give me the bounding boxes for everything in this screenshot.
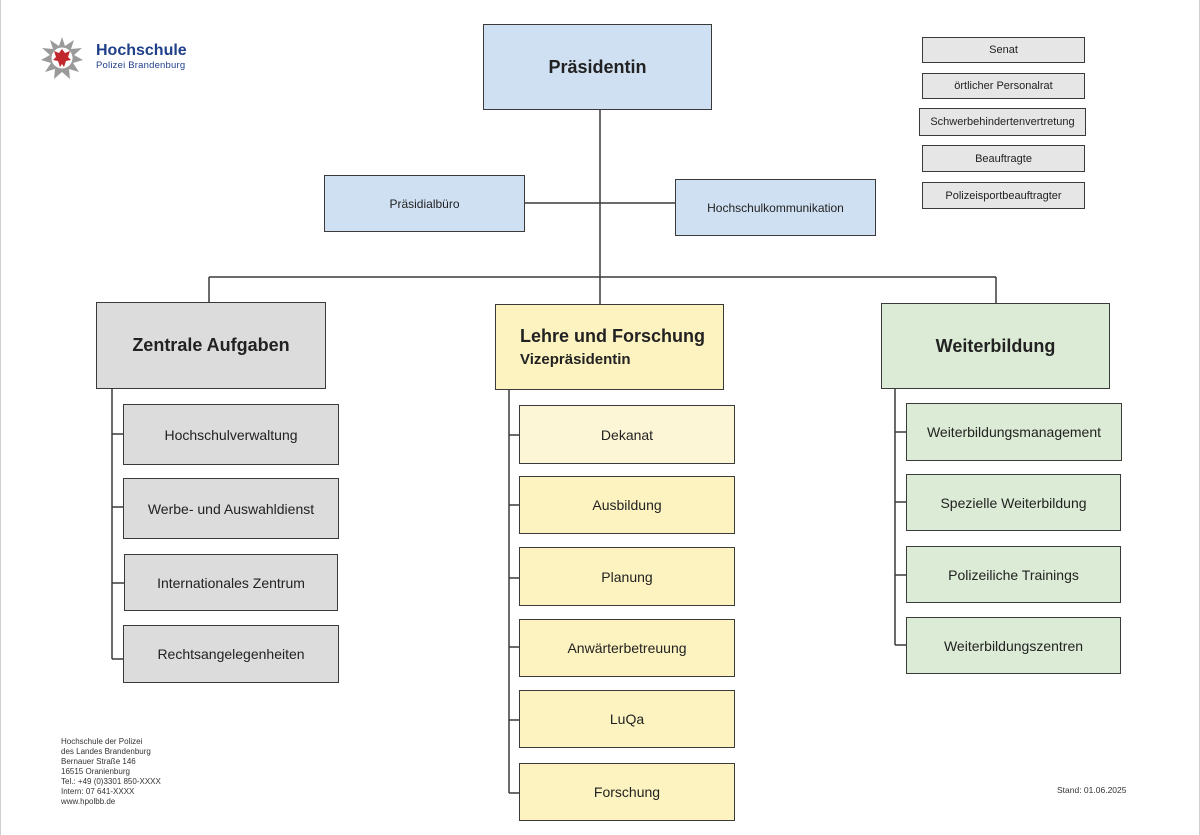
staff-unit-hochschulkommunikation: Hochschulkommunikation: [675, 179, 876, 236]
logo-name: Hochschule Polizei Brandenburg: [96, 42, 187, 72]
logo-title: Hochschule: [96, 42, 187, 59]
side-body-senat: Senat: [922, 37, 1085, 63]
department-weiterbildung: Weiterbildung: [881, 303, 1110, 389]
address-line: Bernauer Straße 146: [61, 757, 136, 766]
unit-polizeiliche-trainings: Polizeiliche Trainings: [906, 546, 1121, 603]
side-body-personalrat: örtlicher Personalrat: [922, 73, 1085, 99]
department-title: Weiterbildung: [935, 335, 1056, 356]
unit-label: Werbe- und Auswahldienst: [147, 500, 315, 517]
unit-weiterbildungszentren: Weiterbildungszentren: [906, 617, 1121, 674]
unit-spezielle-weiterbildung: Spezielle Weiterbildung: [906, 474, 1121, 531]
unit-werbe-auswahldienst: Werbe- und Auswahldienst: [123, 478, 339, 539]
unit-label: Forschung: [593, 784, 661, 800]
unit-weiterbildungsmanagement: Weiterbildungsmanagement: [906, 403, 1122, 461]
staff-unit-praesidialbuero: Präsidialbüro: [324, 175, 525, 232]
unit-internationales-zentrum: Internationales Zentrum: [124, 554, 338, 611]
unit-label: Spezielle Weiterbildung: [940, 494, 1087, 511]
side-body-label: örtlicher Personalrat: [954, 80, 1053, 92]
staff-unit-label: Hochschulkommunikation: [707, 200, 844, 215]
president-label: Präsidentin: [548, 56, 647, 77]
side-body-label: Schwerbehindertenvertretung: [930, 116, 1075, 128]
department-title: Zentrale Aufgaben: [132, 335, 290, 355]
unit-dekanat: Dekanat: [519, 405, 735, 464]
department-lehre-forschung: Lehre und Forschung Vizepräsidentin: [495, 304, 724, 390]
department-subtitle: Vizepräsidentin: [520, 351, 631, 368]
unit-label: Polizeiliche Trainings: [948, 566, 1079, 583]
unit-hochschulverwaltung: Hochschulverwaltung: [123, 404, 339, 465]
department-zentrale-aufgaben: Zentrale Aufgaben: [96, 302, 326, 389]
address-line: Hochschule der Polizei: [61, 737, 143, 746]
unit-ausbildung: Ausbildung: [519, 476, 735, 534]
side-body-label: Senat: [989, 44, 1018, 56]
stand-date: Stand: 01.06.2025: [1057, 785, 1127, 795]
side-body-schwerbehindertenvertretung: Schwerbehindertenvertretung: [919, 108, 1086, 136]
unit-label: LuQa: [609, 711, 645, 727]
unit-planung: Planung: [519, 547, 735, 606]
logo: Hochschule Polizei Brandenburg: [40, 36, 187, 80]
address-line: Intern: 07 641-XXXX: [61, 787, 135, 796]
unit-label: Anwärterbetreuung: [567, 640, 687, 656]
side-body-label: Beauftragte: [975, 152, 1032, 165]
unit-label: Weiterbildungsmanagement: [926, 424, 1102, 440]
president-box: Präsidentin: [483, 24, 712, 110]
staff-unit-label: Präsidialbüro: [389, 196, 460, 211]
unit-rechtsangelegenheiten: Rechtsangelegenheiten: [123, 625, 339, 683]
unit-label: Hochschulverwaltung: [164, 426, 298, 443]
side-body-polizeisportbeauftragter: Polizeisportbeauftragter: [922, 182, 1085, 209]
unit-label: Rechtsangelegenheiten: [157, 646, 305, 662]
address-line: www.hpolbb.de: [61, 797, 116, 806]
address-block: Hochschule der Polizei des Landes Brande…: [61, 737, 161, 807]
unit-luqa: LuQa: [519, 690, 735, 748]
logo-subtitle: Polizei Brandenburg: [96, 60, 186, 71]
unit-forschung: Forschung: [519, 763, 735, 821]
address-line: des Landes Brandenburg: [61, 747, 151, 756]
address-line: 16515 Oranienburg: [61, 767, 130, 776]
unit-label: Weiterbildungszentren: [943, 637, 1084, 654]
department-title: Lehre und Forschung: [520, 326, 706, 346]
unit-label: Internationales Zentrum: [157, 574, 305, 591]
side-body-beauftragte: Beauftragte: [922, 145, 1085, 172]
police-star-eagle-icon: [41, 37, 83, 79]
unit-label: Planung: [601, 568, 653, 585]
side-body-label: Polizeisportbeauftragter: [945, 189, 1062, 202]
unit-label: Dekanat: [600, 426, 654, 443]
address-line: Tel.: +49 (0)3301 850-XXXX: [61, 777, 161, 786]
unit-label: Ausbildung: [592, 497, 662, 513]
unit-anwaerterbetreuung: Anwärterbetreuung: [519, 619, 735, 677]
